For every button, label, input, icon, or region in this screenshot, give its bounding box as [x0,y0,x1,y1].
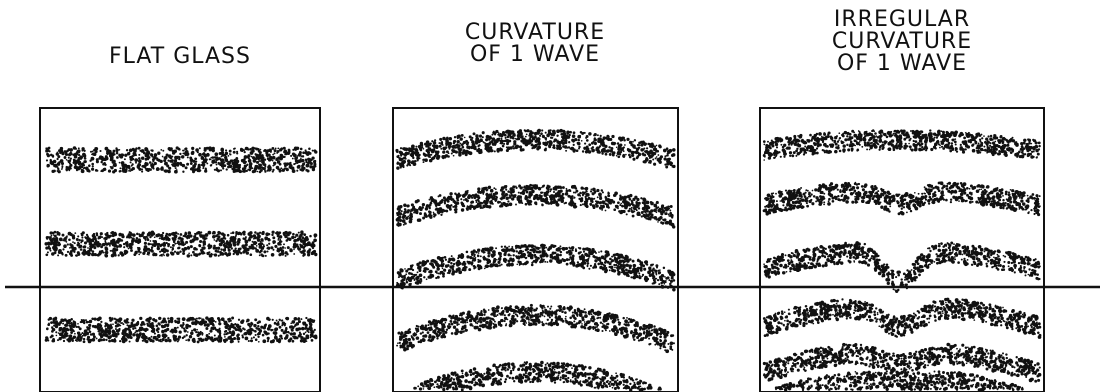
curved-fringe-2 [396,184,676,229]
irregular-fringe-4 [763,298,1042,339]
curved-fringe-1 [395,129,675,170]
irregular-curvature-panel [760,108,1044,392]
irregular-fringe-2 [763,181,1041,216]
curved-fringe-4 [396,304,675,353]
irregular-fringe-1 [763,129,1041,161]
irregular-fringe-3 [763,241,1041,293]
flat-fringe-2 [44,230,317,257]
flat-fringe-3 [45,316,318,343]
curved-fringe-5 [413,361,662,392]
irregular-fringe-5 [763,343,1042,383]
flat-glass-panel [40,108,320,392]
flat-fringe-1 [45,146,317,173]
curvature-panel [393,108,678,392]
curved-fringe-3 [396,244,676,292]
